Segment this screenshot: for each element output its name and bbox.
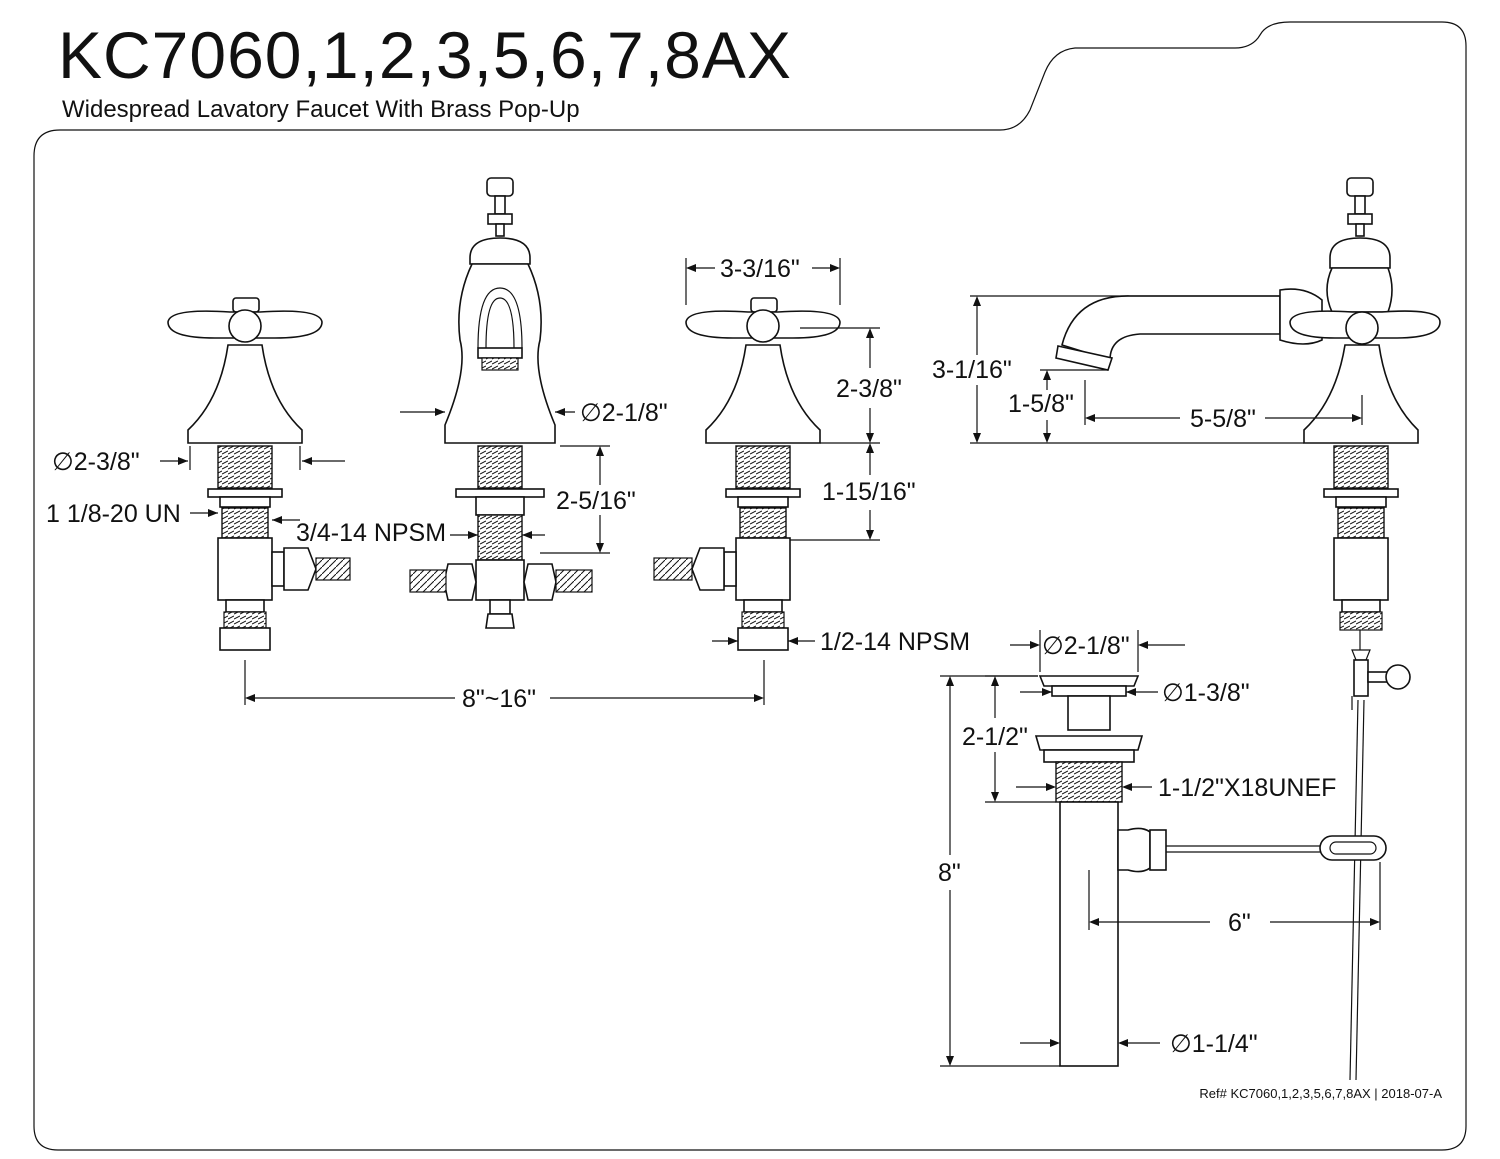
- dimension-labels: ∅2-3/8" 1 1/8-20 UN 3/4-14 NPSM ∅2-1/8" …: [46, 255, 1336, 1058]
- label-drain-thread: 1-1/2"X18UNEF: [1158, 774, 1336, 802]
- label-spout-shank-length: 2-5/16": [556, 487, 636, 515]
- center-spout: [409, 177, 593, 629]
- label-spout-height: 3-1/16": [932, 356, 1012, 384]
- label-tailpiece-diameter: ∅1-1/4": [1170, 1030, 1258, 1058]
- label-handle-width: 3-3/16": [720, 255, 800, 283]
- label-spread: 8"~16": [462, 685, 536, 713]
- label-supply-thread: 1/2-14 NPSM: [820, 628, 970, 656]
- label-drain-body-diameter: ∅1-3/8": [1162, 679, 1250, 707]
- right-handle-valve: [653, 297, 841, 651]
- pop-up-drain: [1034, 675, 1387, 1067]
- page-subtitle: Widespread Lavatory Faucet With Brass Po…: [62, 96, 580, 123]
- label-handle-diameter: ∅2-3/8": [52, 448, 140, 476]
- label-spout-base-diameter: ∅2-1/8": [580, 399, 668, 427]
- label-drain-body-height: 2-1/2": [962, 723, 1028, 751]
- dimension-arrows: [178, 264, 1380, 1066]
- label-nut-thread: 3/4-14 NPSM: [296, 519, 446, 547]
- left-handle-valve: [167, 297, 351, 651]
- label-handle-shank-length: 1-15/16": [822, 478, 916, 506]
- label-handle-height: 2-3/8": [836, 375, 902, 403]
- drawing-frame: [33, 21, 1467, 1151]
- label-pivot-reach: 6": [1228, 909, 1251, 937]
- label-aerator-height: 1-5/8": [1008, 390, 1074, 418]
- reference-number: Ref# KC7060,1,2,3,5,6,7,8AX | 2018-07-A: [1199, 1086, 1442, 1101]
- label-spout-reach: 5-5/8": [1190, 405, 1256, 433]
- label-drain-flange-diameter: ∅2-1/8": [1042, 632, 1130, 660]
- page-title: KC7060,1,2,3,5,6,7,8AX: [58, 18, 792, 92]
- label-drain-total-length: 8": [938, 859, 961, 887]
- label-shank-thread: 1 1/8-20 UN: [46, 500, 181, 528]
